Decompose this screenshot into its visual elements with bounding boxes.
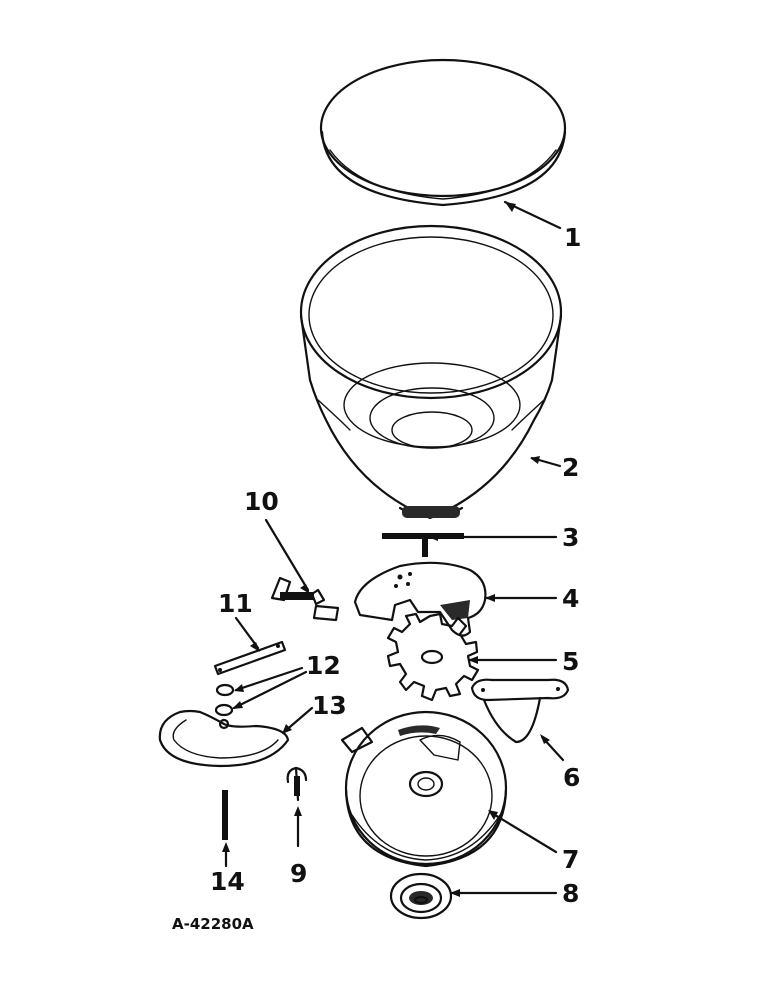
seed-plate-part: [386, 612, 480, 702]
callout-3: 3: [562, 523, 579, 552]
hopper-bottom-part: [340, 710, 508, 868]
washers-part: [214, 683, 235, 717]
shaft-part: [382, 533, 464, 557]
cover-part: [353, 561, 487, 637]
callout-11: 11: [218, 589, 253, 618]
callout-13: 13: [312, 691, 347, 720]
bearing-part: [389, 872, 453, 920]
lid-part: [319, 58, 567, 207]
callout-5: 5: [562, 647, 579, 676]
funnel-part: [470, 678, 570, 744]
strap-part: [213, 640, 287, 676]
callout-2: 2: [562, 453, 579, 482]
callout-10: 10: [244, 487, 279, 516]
callout-1: 1: [564, 223, 581, 252]
hook-part: [286, 766, 308, 802]
wire-handle-part: [158, 709, 290, 768]
callout-7: 7: [562, 845, 579, 874]
callout-6: 6: [563, 763, 580, 792]
callout-12: 12: [306, 651, 341, 680]
callout-labels: 1 2 3 4 5 6 7 8 9 10 11 12 13 14: [210, 223, 581, 908]
knockout-lever-part: [270, 576, 340, 622]
hopper-part: [299, 224, 563, 520]
callout-8: 8: [562, 879, 579, 908]
pin-part: [222, 790, 228, 840]
callout-14: 14: [210, 867, 245, 896]
callout-9: 9: [290, 859, 307, 888]
callout-4: 4: [562, 584, 579, 613]
reference-code: A-42280A: [172, 915, 254, 933]
leader-lines: [222, 200, 565, 897]
